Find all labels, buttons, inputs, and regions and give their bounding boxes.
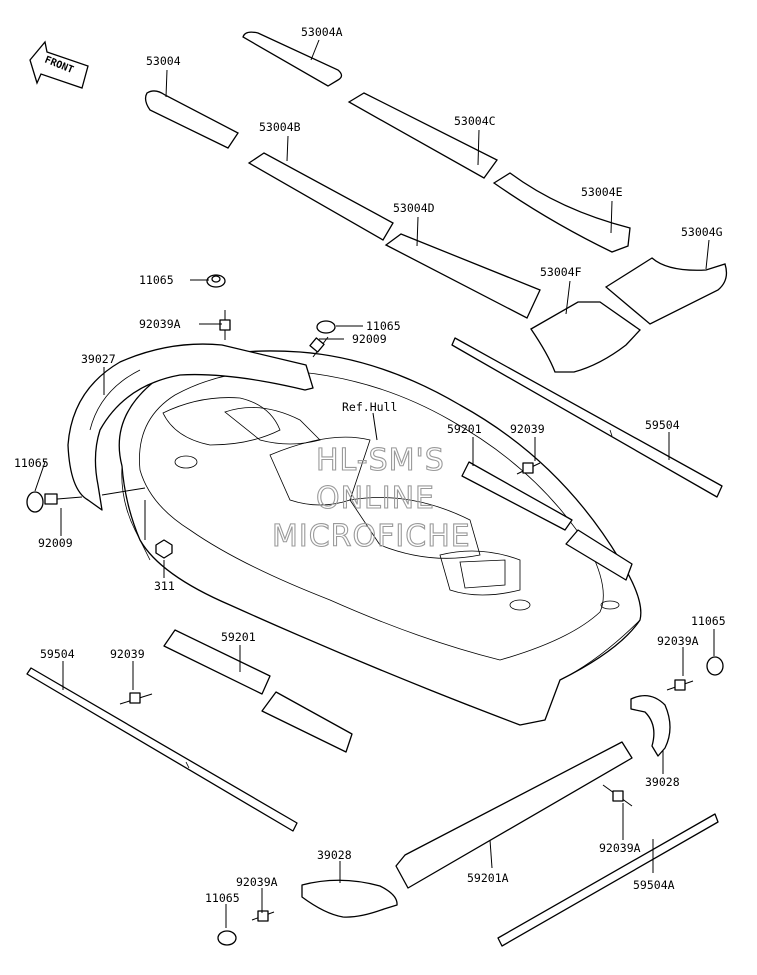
watermark: HL-SM'S ONLINE MICROFICHE bbox=[271, 442, 471, 554]
leader-lines bbox=[34, 39, 715, 928]
label-11065-a: 11065 bbox=[139, 273, 174, 287]
part-labels: 53004A 53004 53004C 53004B 53004E 53004D… bbox=[14, 25, 726, 905]
label-39028-b: 39028 bbox=[317, 848, 352, 862]
rivet-92039A-d bbox=[251, 910, 275, 922]
label-53004F: 53004F bbox=[540, 265, 582, 279]
cap-11065-d bbox=[706, 656, 724, 676]
label-11065-d: 11065 bbox=[691, 614, 726, 628]
screw-92009-a bbox=[309, 336, 329, 358]
watermark-line-2: ONLINE bbox=[316, 481, 435, 516]
label-59201-a: 59201 bbox=[447, 422, 482, 436]
mat-53004 bbox=[144, 90, 239, 149]
label-53004D: 53004D bbox=[393, 201, 435, 215]
front-arrow-icon: FRONT bbox=[29, 40, 89, 89]
label-53004C: 53004C bbox=[454, 114, 496, 128]
rivet-92039A-c bbox=[602, 784, 633, 807]
label-92039-a: 92039 bbox=[510, 422, 545, 436]
bumper-39028-bottom bbox=[301, 879, 398, 918]
watermark-line-3: MICROFICHE bbox=[272, 519, 471, 554]
hull bbox=[118, 350, 642, 726]
sponson-59201-right bbox=[461, 461, 633, 581]
strip-59504-right bbox=[451, 337, 723, 498]
cap-11065-a bbox=[206, 274, 226, 288]
screw-92009-b bbox=[44, 493, 83, 505]
label-92039A-a: 92039A bbox=[139, 317, 181, 331]
label-11065-e: 11065 bbox=[205, 891, 240, 905]
watermark-line-1: HL-SM'S bbox=[316, 443, 445, 478]
cap-11065-b bbox=[316, 320, 336, 334]
label-11065-b: 11065 bbox=[366, 319, 401, 333]
mat-53004G bbox=[604, 257, 728, 325]
bumper-39027 bbox=[67, 343, 314, 511]
mat-53004F bbox=[530, 301, 641, 373]
mat-53004D bbox=[384, 233, 541, 319]
rivet-92039-b bbox=[119, 692, 153, 705]
label-59504A: 59504A bbox=[633, 878, 675, 892]
label-59201-b: 59201 bbox=[221, 630, 256, 644]
label-53004E: 53004E bbox=[581, 185, 623, 199]
label-53004B: 53004B bbox=[259, 120, 301, 134]
label-53004G: 53004G bbox=[681, 225, 723, 239]
label-92039A-c: 92039A bbox=[599, 841, 641, 855]
label-59504-a: 59504 bbox=[645, 418, 680, 432]
label-92039-b: 92039 bbox=[110, 647, 145, 661]
label-92009-a: 92009 bbox=[352, 332, 387, 346]
rivet-92039A-a bbox=[219, 310, 231, 340]
label-92039A-d: 92039A bbox=[236, 875, 278, 889]
label-59201A: 59201A bbox=[467, 871, 509, 885]
label-92009-b: 92009 bbox=[38, 536, 73, 550]
mat-53004E bbox=[492, 172, 631, 253]
bumper-39028-right bbox=[630, 694, 671, 757]
strip-59504-left bbox=[26, 667, 298, 832]
nut-311 bbox=[155, 539, 173, 559]
mat-53004C bbox=[347, 92, 498, 179]
rivet-92039A-b bbox=[666, 679, 694, 691]
label-92039A-b: 92039A bbox=[657, 634, 699, 648]
label-53004: 53004 bbox=[146, 54, 181, 68]
mat-53004B bbox=[247, 152, 394, 241]
rivet-92039-a bbox=[516, 462, 541, 475]
label-39028-a: 39028 bbox=[645, 775, 680, 789]
cap-11065-c bbox=[26, 491, 44, 513]
mat-53004A bbox=[242, 31, 343, 87]
cap-11065-e bbox=[217, 930, 237, 946]
label-59504-b: 59504 bbox=[40, 647, 75, 661]
label-ref-hull: Ref.Hull bbox=[342, 400, 397, 414]
sponson-59201-left bbox=[163, 629, 353, 753]
strip-59504A bbox=[497, 813, 719, 947]
label-311: 311 bbox=[154, 579, 175, 593]
label-39027: 39027 bbox=[81, 352, 116, 366]
sponson-59201A bbox=[395, 741, 633, 889]
label-11065-c: 11065 bbox=[14, 456, 49, 470]
label-53004A: 53004A bbox=[301, 25, 343, 39]
